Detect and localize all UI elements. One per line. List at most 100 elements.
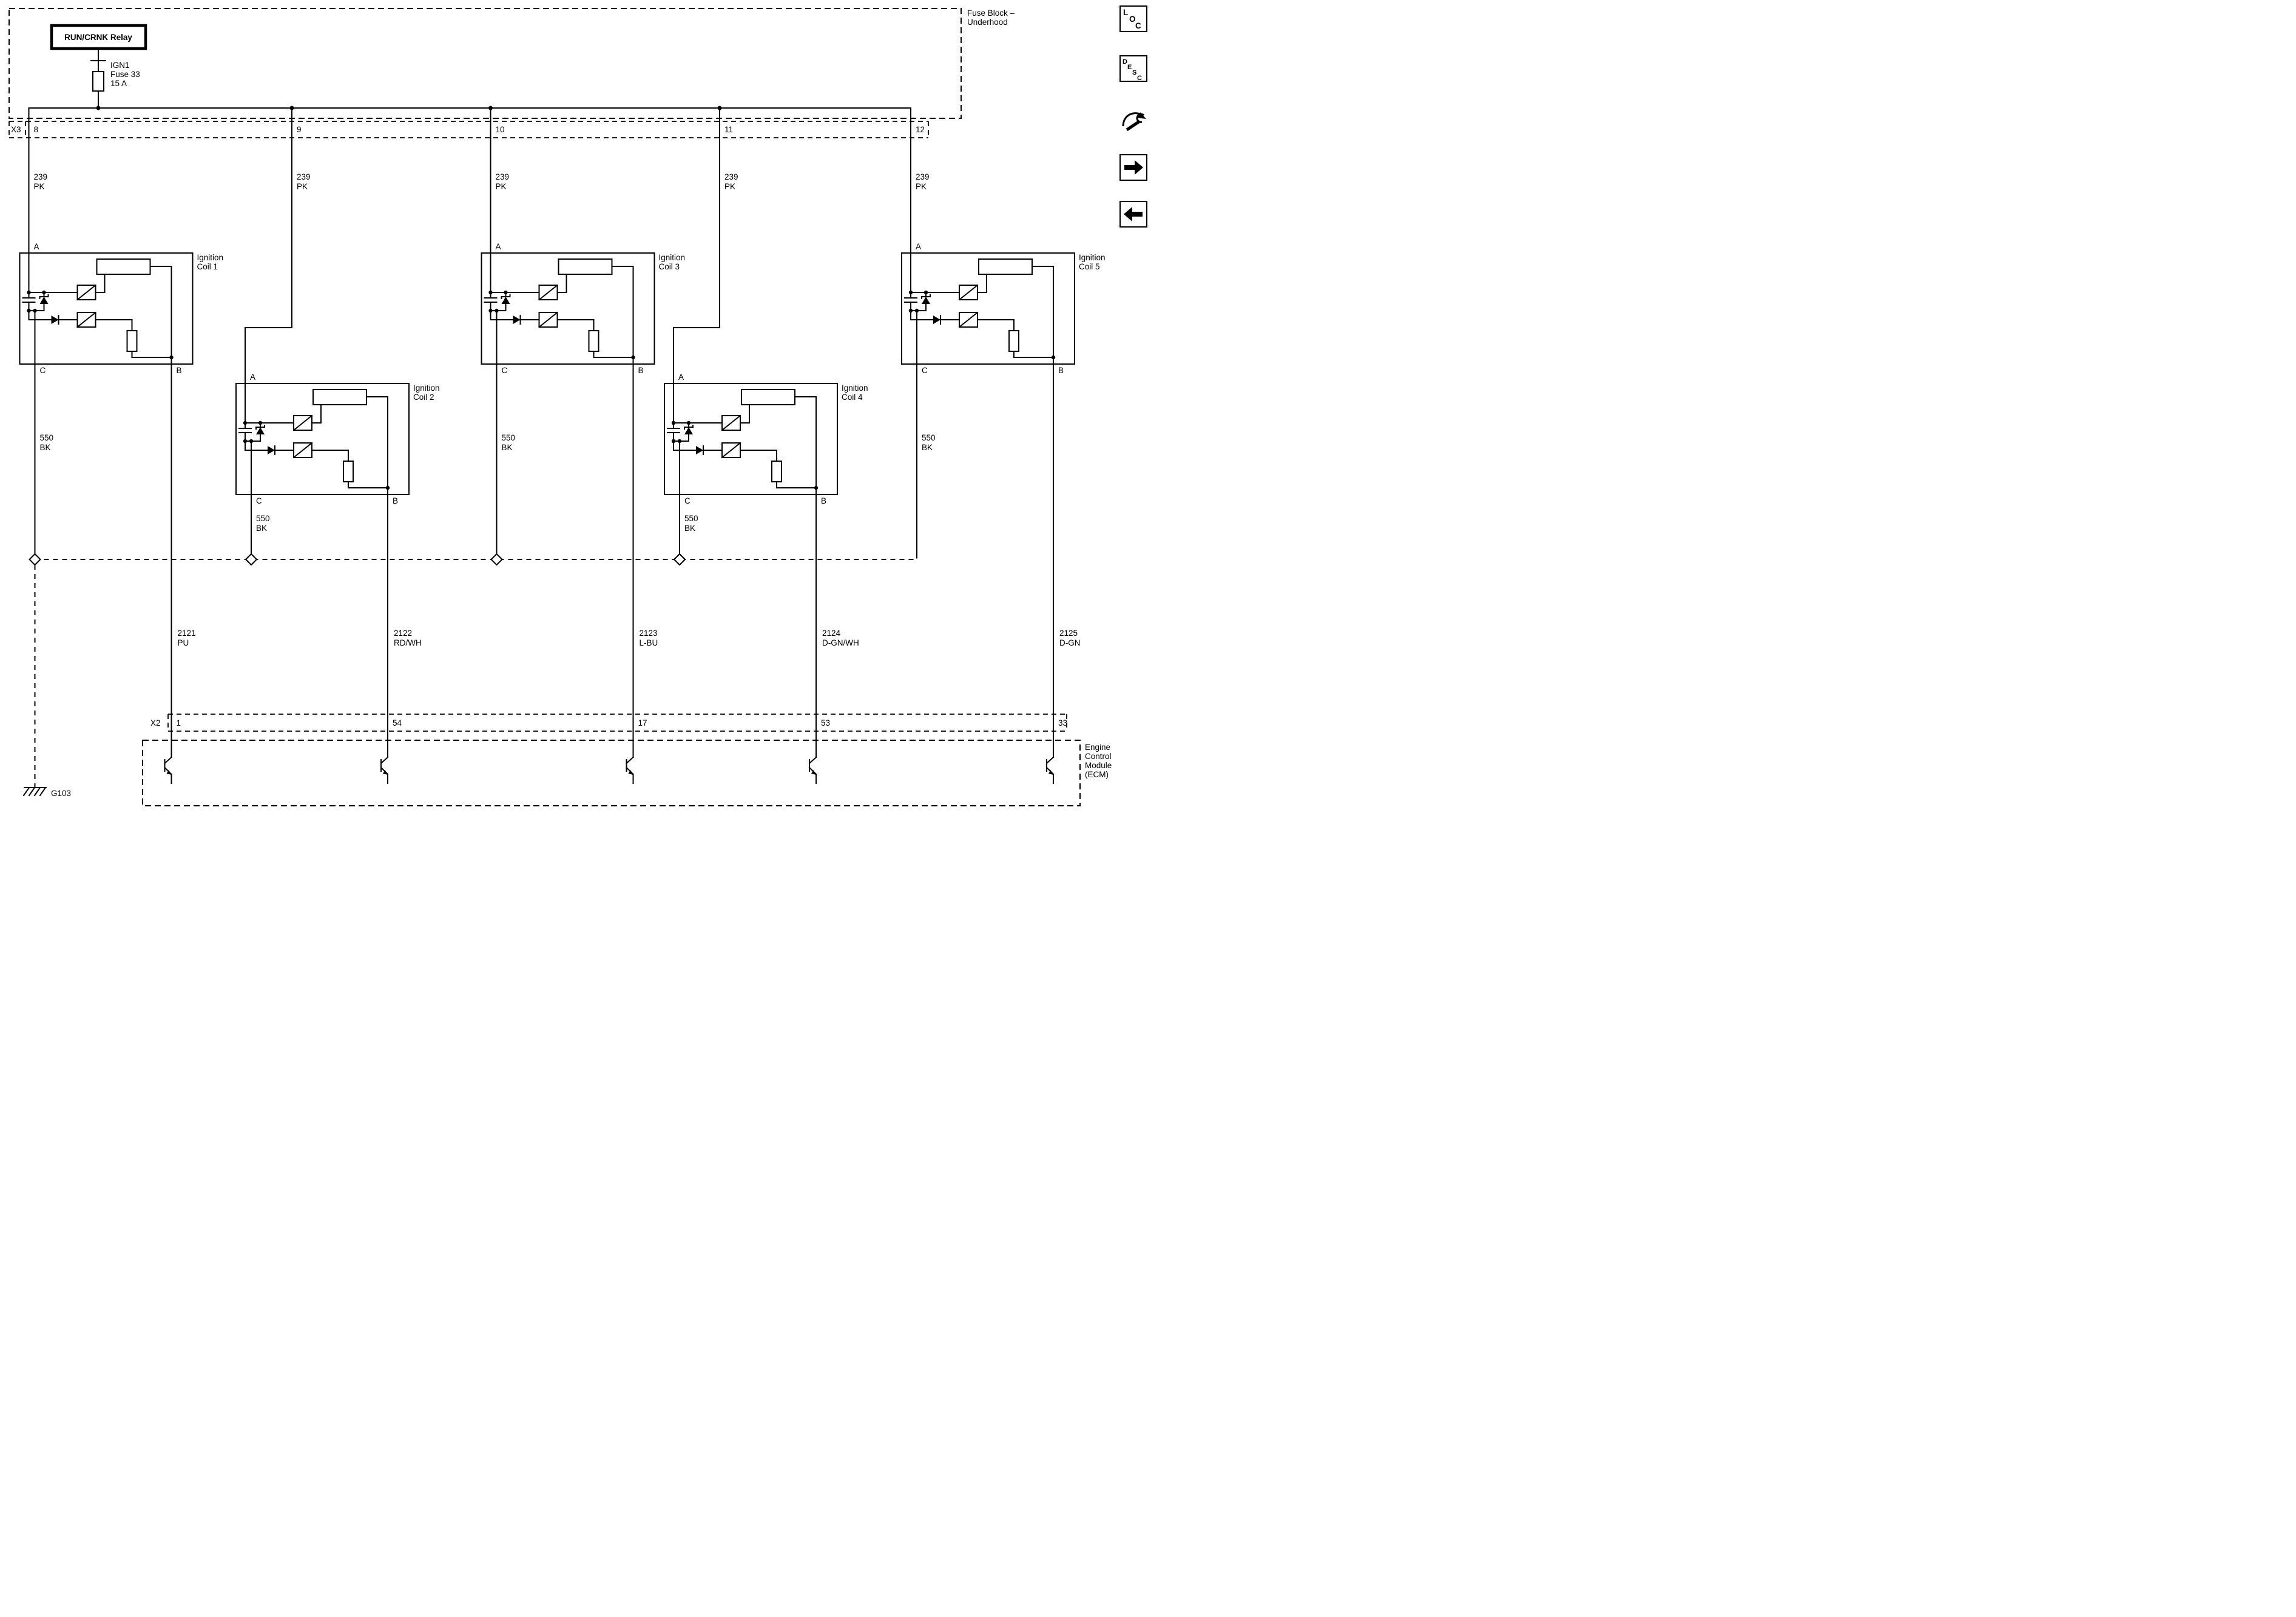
ecm-driver-transistor — [164, 756, 172, 784]
ignition-coil-4: A C B Ignition Coil 4 — [664, 373, 868, 505]
coil-internal-circuit — [22, 252, 174, 365]
ecm-label-line3: Module — [1085, 761, 1112, 770]
terminal-a-label: A — [496, 242, 501, 251]
x2-pin: 53 — [821, 718, 830, 727]
ecm-driver-transistor — [808, 756, 817, 784]
coil-control-wires: 2121 PU 2122 RD/WH 2123 L-BU 2124 D-GN/W… — [171, 363, 1081, 758]
splice-diamond — [245, 553, 258, 566]
fuse-block-title-line2: Underhood — [967, 18, 1008, 27]
wire-color: BK — [256, 524, 267, 533]
loc-letter: L — [1123, 8, 1128, 17]
loc-letter: C — [1135, 21, 1141, 30]
splice-diamond — [29, 553, 41, 566]
terminal-b-label: B — [393, 496, 398, 505]
fuse-leads — [90, 48, 106, 109]
run-crnk-relay-label: RUN/CRNK Relay — [64, 33, 132, 42]
terminal-b-label: B — [1058, 366, 1064, 375]
connector-x3-name: X3 — [11, 125, 21, 134]
fuse-block-underhood: Fuse Block – Underhood RUN/CRNK Relay IG… — [8, 8, 1015, 119]
wire-circuit-number: 550 — [684, 514, 698, 523]
splice-diamond — [673, 553, 686, 566]
terminal-b-label: B — [821, 496, 826, 505]
coil-name-line2: Coil 4 — [842, 393, 863, 402]
wire-circuit-number: 2121 — [178, 629, 196, 638]
coil-name-line2: Coil 5 — [1079, 262, 1100, 271]
fuse-symbol — [92, 71, 104, 92]
coil-internal-circuit — [904, 252, 1056, 365]
forward-arrow-icon[interactable] — [1119, 154, 1147, 181]
x3-pin: 9 — [297, 125, 302, 134]
connector-x2-band: X2 1 54 17 53 33 — [150, 714, 1067, 732]
terminal-c-label: C — [502, 366, 508, 375]
terminal-c-label: C — [922, 366, 928, 375]
wire-color: PK — [724, 182, 735, 191]
ground-ref-label: G103 — [51, 789, 71, 798]
coil-box — [664, 383, 838, 495]
location-icon[interactable]: L O C — [1119, 5, 1147, 32]
splice-diamond — [490, 553, 503, 566]
coil-box — [19, 252, 194, 365]
x2-pin: 33 — [1058, 718, 1067, 727]
terminal-c-label: C — [256, 496, 262, 505]
connector-x2-name: X2 — [150, 718, 161, 727]
terminal-b-label: B — [177, 366, 182, 375]
wire-circuit-number: 2123 — [640, 629, 658, 638]
wire-color: BK — [684, 524, 695, 533]
terminal-a-label: A — [916, 242, 921, 251]
wire-circuit-number: 2124 — [822, 629, 841, 638]
wire-circuit-number: 239 — [297, 172, 311, 181]
x2-pin: 17 — [638, 718, 647, 727]
x3-pin: 10 — [496, 125, 505, 134]
x2-pin: 54 — [393, 718, 402, 727]
loc-letter: O — [1129, 15, 1136, 24]
wire-color: BK — [922, 443, 933, 452]
coil-name-line2: Coil 2 — [413, 393, 434, 402]
ecm-driver-transistor — [1045, 756, 1055, 784]
wire-circuit-number: 239 — [916, 172, 930, 181]
wire-circuit-number: 239 — [34, 172, 48, 181]
coil-name-line2: Coil 1 — [197, 262, 218, 271]
chassis-ground-icon — [22, 786, 47, 797]
coil-box — [481, 252, 655, 365]
ecm-driver-transistor — [380, 756, 389, 784]
fuse-rating: 15 A — [110, 79, 127, 88]
wire-color: D-GN/WH — [822, 638, 859, 647]
wire-color: L-BU — [640, 638, 658, 647]
wire-color: PK — [496, 182, 507, 191]
wire-circuit-number: 2122 — [394, 629, 412, 638]
fuse-block-outline — [8, 8, 962, 119]
terminal-c-label: C — [684, 496, 690, 505]
fuse-name: IGN1 — [110, 61, 130, 70]
back-arrow-icon[interactable] — [1119, 201, 1147, 228]
repair-icon[interactable] — [1122, 112, 1146, 132]
wire-color: D-GN — [1059, 638, 1081, 647]
terminal-a-label: A — [678, 373, 684, 382]
toolbar: L O C D E S C — [1119, 5, 1147, 228]
ecm-outline — [142, 740, 1081, 806]
terminal-a-label: A — [34, 242, 39, 251]
coil-name-line1: Ignition — [413, 383, 440, 393]
description-icon[interactable]: D E S C — [1119, 55, 1147, 82]
wire-circuit-number: 550 — [256, 514, 270, 523]
x3-pin: 11 — [724, 125, 733, 134]
desc-letter: E — [1127, 64, 1132, 71]
desc-letter: D — [1123, 58, 1127, 66]
x2-pin: 1 — [177, 718, 181, 727]
supply-wire-runs — [28, 107, 911, 384]
x3-pin: 8 — [34, 125, 39, 134]
ground-bus-dashed — [35, 555, 917, 560]
wire-color: BK — [502, 443, 513, 452]
wire-color: PK — [297, 182, 308, 191]
wire-circuit-number: 550 — [40, 433, 54, 442]
wire-circuit-number: 239 — [724, 172, 738, 181]
x3-pin: 12 — [916, 125, 925, 134]
coil-internal-circuit — [238, 383, 391, 495]
coil-name-line2: Coil 3 — [659, 262, 680, 271]
ignition-coil-5: A C B Ignition Coil 5 — [901, 242, 1106, 375]
x2-band-outline — [167, 714, 1067, 732]
ecm-label-line2: Control — [1085, 752, 1112, 761]
terminal-c-label: C — [40, 366, 46, 375]
ecm-driver-transistor — [626, 756, 634, 784]
coil-internal-circuit — [484, 252, 636, 365]
ecm-label-line1: Engine — [1085, 743, 1110, 752]
